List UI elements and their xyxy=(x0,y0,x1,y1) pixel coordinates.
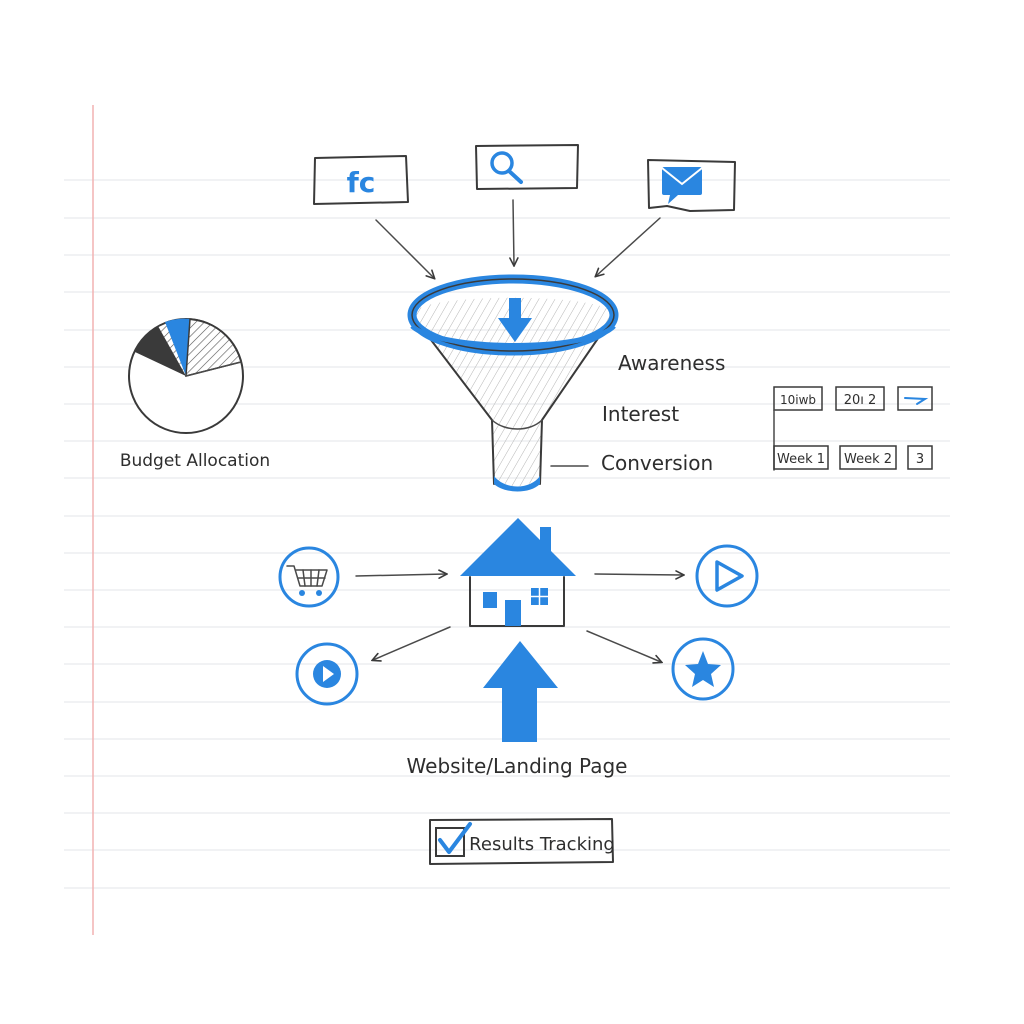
facebook-icon: fc xyxy=(347,166,376,199)
video-icon xyxy=(295,642,359,706)
funnel-down-arrow-icon xyxy=(498,298,532,342)
play-icon xyxy=(695,544,759,608)
schedule-cell: 10iwb xyxy=(780,393,816,407)
schedule-cell: Week 2 xyxy=(844,452,892,467)
email-icon xyxy=(661,167,703,204)
results-tracking-label: Results Tracking xyxy=(469,834,615,855)
schedule-cell: Week 1 xyxy=(777,452,825,467)
notebook-lines xyxy=(64,105,950,935)
up-arrow-icon xyxy=(483,641,558,742)
schedule-grid: 10iwb 20ı 2 Week 1 Week 2 3 xyxy=(773,386,933,471)
results-tracking: Results Tracking xyxy=(429,818,615,865)
search-icon xyxy=(490,151,523,184)
arrow-right-icon xyxy=(904,397,929,405)
stage-conversion: Conversion xyxy=(601,451,713,475)
budget-pie-chart: Budget Allocation xyxy=(120,318,270,471)
hub-arrows xyxy=(355,574,683,662)
source-search xyxy=(475,144,579,190)
schedule-cell: 3 xyxy=(916,452,924,467)
star-icon xyxy=(671,637,735,701)
website-landing-page-label: Website/Landing Page xyxy=(407,754,628,778)
schedule-cell: 20ı 2 xyxy=(844,393,877,408)
funnel-stages: Awareness Interest Conversion xyxy=(601,351,725,475)
stage-awareness: Awareness xyxy=(618,351,725,375)
checkmark-icon xyxy=(438,822,472,854)
stage-interest: Interest xyxy=(602,402,679,426)
source-arrows xyxy=(375,199,661,278)
funnel xyxy=(407,274,619,492)
budget-label: Budget Allocation xyxy=(120,451,270,471)
cart-icon xyxy=(278,546,340,608)
source-email xyxy=(647,159,736,212)
source-social: fc xyxy=(313,155,409,205)
house-icon xyxy=(460,518,576,627)
